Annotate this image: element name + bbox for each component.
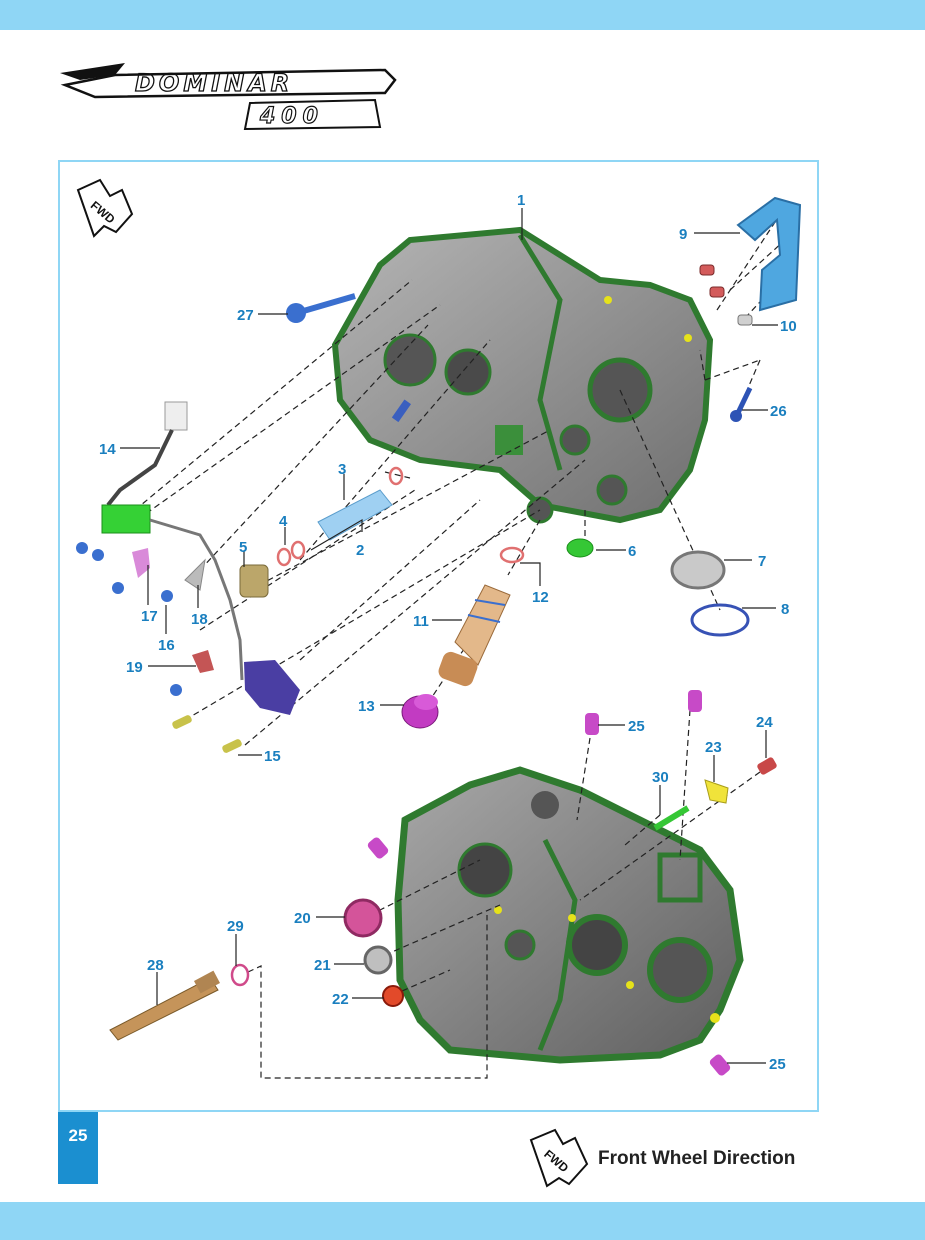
logo-text-400: 400	[259, 104, 324, 129]
upper-crankcase-half	[331, 226, 714, 524]
part-30-pin	[653, 805, 690, 831]
callout-10: 10	[780, 318, 797, 335]
callout-26: 26	[770, 403, 787, 420]
part-24-screw	[757, 757, 777, 775]
callout-21: 21	[314, 957, 331, 974]
callout-18: 18	[191, 611, 208, 628]
part-19-clamp	[192, 650, 214, 673]
exploded-view-leader-lines	[129, 206, 786, 1079]
callout-8: 8	[781, 601, 789, 618]
bottom-footer-band	[0, 1202, 925, 1240]
callout-30: 30	[652, 769, 669, 786]
part-5-plug	[239, 564, 269, 598]
part-3-o-ring	[388, 466, 404, 486]
callout-9: 9	[679, 226, 687, 243]
callout-23: 23	[705, 739, 722, 756]
part-8-circlip	[690, 603, 750, 637]
part-26-bolt	[730, 386, 753, 422]
small-blue-bolts	[76, 542, 182, 696]
part-23-plate	[704, 779, 729, 804]
callout-leaders	[120, 208, 778, 1064]
part-12-o-ring	[499, 546, 525, 564]
callout-22: 22	[332, 991, 349, 1008]
part-17-clip	[132, 548, 150, 578]
part-27-bolt	[286, 293, 356, 323]
sensor-housing	[244, 660, 300, 715]
fwd-legend-arrow-icon: FWD	[529, 1128, 589, 1188]
callout-numbers: 1 2 3 4 5 6 7 8 9 10 11 12 13 14 15 16 1…	[99, 192, 797, 1073]
fwd-legend-label: Front Wheel Direction	[598, 1148, 796, 1169]
callout-2: 2	[356, 542, 364, 559]
callout-14: 14	[99, 441, 116, 458]
callout-25b: 25	[769, 1056, 786, 1073]
callout-20: 20	[294, 910, 311, 927]
callout-16: 16	[158, 637, 175, 654]
part-22-seal	[382, 985, 404, 1007]
callout-17: 17	[141, 608, 158, 625]
part-28-shaft	[109, 970, 220, 1041]
callout-4: 4	[279, 513, 288, 530]
callout-28: 28	[147, 957, 164, 974]
part-6-seal	[566, 538, 594, 558]
callout-7: 7	[758, 553, 766, 570]
page-number: 25	[68, 1126, 88, 1145]
callout-25a: 25	[628, 718, 645, 735]
part-11-oil-strainer	[438, 584, 511, 687]
callout-11: 11	[413, 613, 429, 630]
callout-27: 27	[237, 307, 254, 324]
callout-12: 12	[532, 589, 549, 606]
callout-5: 5	[239, 539, 247, 556]
part-7-bearing	[670, 550, 726, 590]
callout-1: 1	[517, 192, 525, 209]
part-10-screws	[699, 264, 753, 326]
callout-6: 6	[628, 543, 636, 560]
part-3-shaft	[317, 489, 393, 541]
exploded-view-frame	[58, 160, 819, 1112]
page-number-tab: 25	[58, 1112, 98, 1184]
part-29-o-ring	[230, 963, 250, 987]
part-15-bolts	[172, 715, 242, 753]
top-header-band	[0, 0, 925, 30]
callout-13: 13	[358, 698, 375, 715]
callout-24: 24	[756, 714, 773, 731]
part-4-o-rings	[276, 540, 306, 567]
callout-3: 3	[338, 461, 346, 478]
callout-29: 29	[227, 918, 244, 935]
part-13-drain-plug	[401, 694, 439, 729]
part-14-neutral-switch-harness	[101, 401, 244, 681]
logo-text-dominar: DOMINAR	[135, 69, 293, 97]
part-20-gear	[343, 898, 383, 938]
fwd-arrow-icon: FWD	[76, 178, 134, 238]
part-9-bracket	[736, 196, 802, 312]
part-21-bearing	[363, 945, 393, 975]
callout-19: 19	[126, 659, 143, 676]
lower-crankcase-half	[394, 766, 744, 1064]
callout-15: 15	[264, 748, 281, 765]
fwd-legend: FWD Front Wheel Direction	[525, 1128, 825, 1188]
dominar-400-logo: DOMINAR 400	[60, 63, 397, 131]
part-25-dowel-pins	[367, 690, 731, 1076]
part-18-plate	[184, 558, 206, 591]
